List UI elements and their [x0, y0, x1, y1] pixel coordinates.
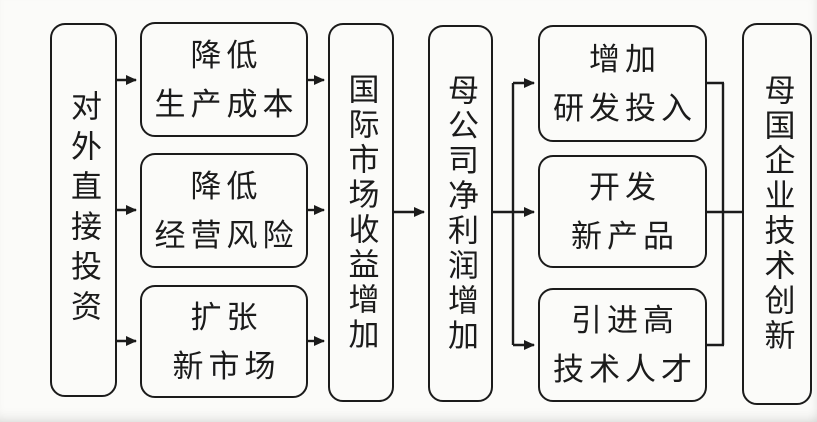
box-reduce-operating-risk: 降低 经营风险	[140, 153, 308, 268]
box-develop-new-products-line1: 开发	[589, 169, 661, 205]
lines-outcomes-to-result	[707, 81, 742, 347]
box-introduce-high-tech-talent: 引进高 技术人才	[538, 288, 707, 402]
box-parent-net-profit: 母公司净利润增加	[428, 25, 493, 402]
box-expand-new-market-line2: 新市场	[172, 348, 281, 384]
box-parent-net-profit-label: 母公司净利润增加	[443, 73, 478, 354]
box-reduce-operating-risk-line2: 经营风险	[154, 217, 299, 253]
box-increase-rd-investment-line2: 研发投入	[553, 90, 697, 126]
arrows-profit-to-outcomes	[493, 78, 535, 350]
box-introduce-high-tech-talent-line2: 技术人才	[553, 352, 697, 387]
box-introduce-high-tech-talent-line1: 引进高	[571, 303, 679, 338]
box-develop-new-products: 开发 新产品	[538, 155, 707, 268]
box-develop-new-products-line2: 新产品	[571, 218, 679, 254]
box-home-country-tech-innovation-label: 母国企业技术创新	[759, 74, 795, 354]
box-reduce-operating-risk-line1: 降低	[190, 168, 263, 204]
box-increase-rd-investment-line1: 增加	[589, 41, 661, 77]
box-expand-new-market-line1: 扩张	[190, 299, 263, 335]
box-increase-rd-investment: 增加 研发投入	[538, 25, 707, 142]
box-reduce-production-cost-line1: 降低	[190, 37, 263, 73]
box-expand-new-market: 扩张 新市场	[140, 285, 308, 398]
box-international-market-revenue-label: 国际市场收益增加	[343, 72, 379, 353]
box-fdi-label: 对外直接投资	[66, 90, 101, 330]
arrows-source-to-drivers	[117, 75, 137, 346]
box-home-country-tech-innovation: 母国企业技术创新	[742, 23, 812, 405]
box-international-market-revenue: 国际市场收益增加	[328, 23, 394, 402]
arrows-drivers-to-market	[308, 75, 325, 346]
box-reduce-production-cost: 降低 生产成本	[140, 22, 308, 137]
box-reduce-production-cost-line2: 生产成本	[154, 86, 299, 122]
box-fdi: 对外直接投资	[50, 23, 117, 397]
